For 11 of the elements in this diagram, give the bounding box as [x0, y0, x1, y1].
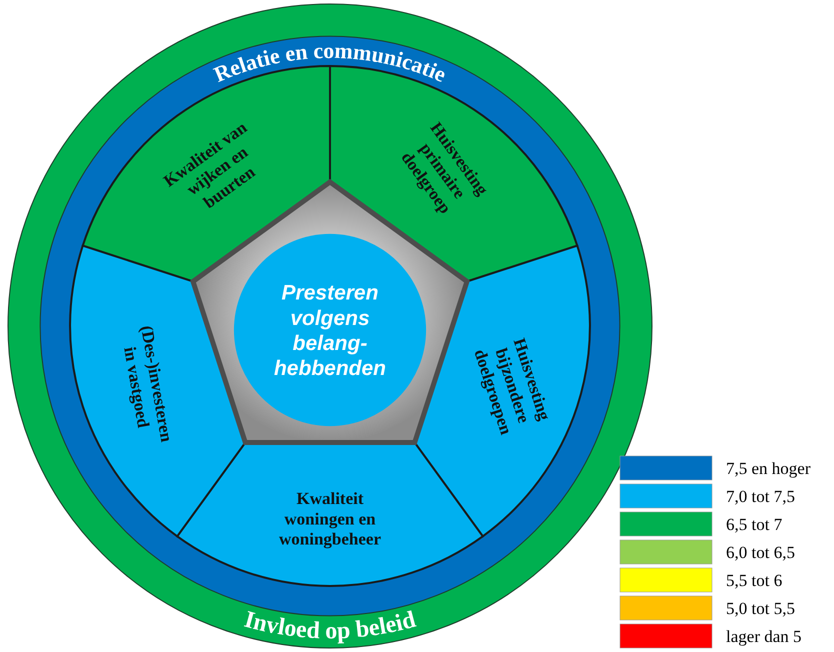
legend-label: 6,5 tot 7 [726, 515, 782, 534]
ring-label: Relatie en communicatie [210, 38, 450, 87]
legend-label: 5,0 tot 5,5 [726, 599, 795, 618]
legend-label: 6,0 tot 6,5 [726, 543, 795, 562]
segment-label: Kwaliteit woningen en woningbeheer [279, 488, 381, 549]
center-label: Presteren volgens belang-hebbenden [274, 282, 386, 380]
legend-label: 7,0 tot 7,5 [726, 487, 795, 506]
legend-label: lager dan 5 [726, 627, 802, 646]
ring-label: Invloed op beleid [242, 606, 418, 644]
legend-label: 5,5 tot 6 [726, 571, 782, 590]
legend-label: 7,5 en hoger [726, 459, 811, 478]
